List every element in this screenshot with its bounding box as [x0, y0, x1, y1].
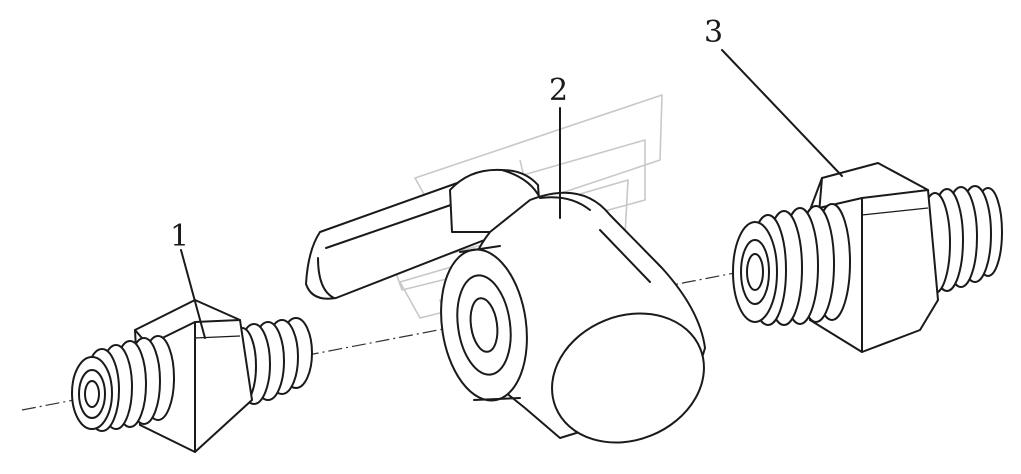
- part-1-fitting: [71, 299, 313, 453]
- part-3-fitting: [732, 162, 1003, 353]
- callout-label-1: 1: [170, 219, 189, 254]
- leader-line-1: [180, 249, 206, 339]
- leader-line-3: [721, 49, 843, 177]
- part-2-valve: [305, 168, 706, 444]
- callout-label-3: 3: [704, 15, 723, 50]
- callout-label-2: 2: [549, 73, 568, 108]
